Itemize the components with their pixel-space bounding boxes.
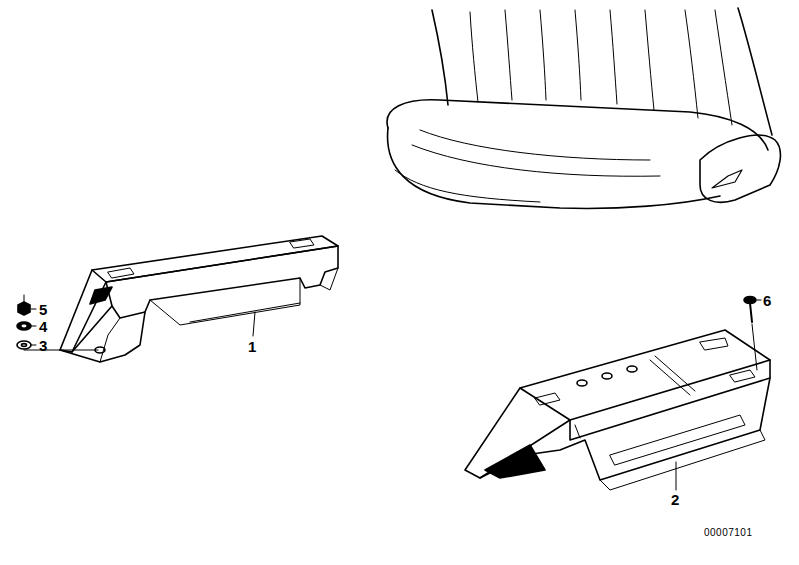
diagram-code: 00007101 [704, 528, 753, 538]
fasteners-left [17, 295, 98, 350]
callout-number: 5 [39, 302, 47, 317]
screw [744, 297, 761, 371]
callout-number: 6 [763, 293, 771, 308]
callout-number: 1 [248, 339, 256, 354]
seat [387, 8, 780, 208]
callout-number: 2 [671, 492, 679, 507]
seat-bracket-right [465, 330, 770, 490]
callout-number: 4 [39, 319, 47, 334]
seat-bracket-left [60, 236, 338, 362]
callout-number: 3 [39, 338, 47, 353]
